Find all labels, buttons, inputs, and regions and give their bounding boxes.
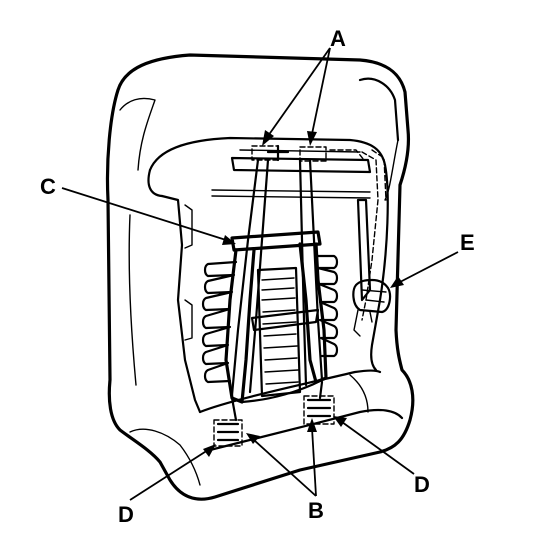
callout-label-b: B (308, 498, 324, 523)
leader-lines (61, 47, 459, 501)
spring-assembly (201, 230, 339, 404)
callout-label-d-left: D (118, 502, 134, 527)
callout-label-c: C (40, 174, 56, 199)
bottom-clips (213, 380, 335, 447)
side-frame-connector (352, 149, 392, 337)
callout-label-d-right: D (414, 472, 430, 497)
callout-label-a: A (330, 26, 346, 51)
upper-frame-bar (211, 144, 372, 199)
callout-label-e: E (460, 230, 475, 255)
